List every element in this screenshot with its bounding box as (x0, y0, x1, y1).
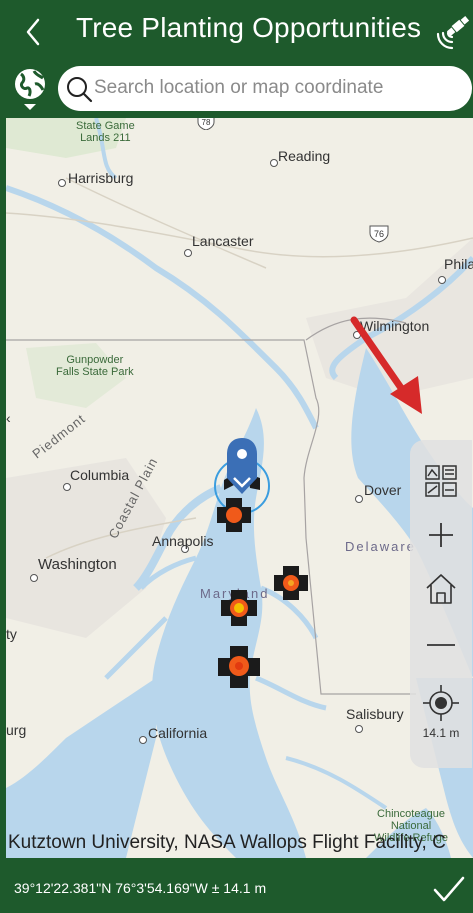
label-columbia: Columbia (70, 467, 130, 483)
label-lancaster: Lancaster (192, 233, 254, 249)
locate-icon[interactable] (420, 682, 462, 724)
city-dot (30, 574, 38, 582)
label-dover: Dover (364, 482, 402, 498)
checkmark-icon[interactable] (432, 874, 466, 904)
city-dot (181, 545, 189, 553)
page-title: Tree Planting Opportunities (76, 12, 422, 43)
planting-site-marker[interactable] (274, 566, 308, 600)
zoom-out-icon[interactable] (420, 624, 462, 666)
search-input[interactable] (94, 72, 464, 104)
svg-text:76: 76 (374, 229, 384, 239)
footer-bar: 39°12'22.381"N 76°3'54.169"W ± 14.1 m (0, 858, 473, 913)
back-icon[interactable] (18, 14, 48, 50)
zoom-in-icon[interactable] (420, 514, 462, 556)
label-ty: ty (6, 626, 17, 642)
highway-shield-76: 76 (369, 225, 389, 243)
city-dot (438, 276, 446, 284)
scale-label: 14.1 m (422, 726, 460, 740)
city-dot (355, 725, 363, 733)
label-washington: Washington (38, 556, 117, 573)
label-urg: urg (6, 722, 27, 738)
label-harrisburg: Harrisburg (68, 170, 134, 186)
planting-site-marker[interactable] (217, 498, 251, 532)
globe-icon[interactable] (10, 66, 50, 114)
highway-shield-78: 78 (197, 118, 215, 130)
arrow-left-hint: ‹ (6, 410, 11, 426)
layers-icon[interactable] (420, 460, 462, 502)
city-dot (58, 179, 66, 187)
search-bar (0, 62, 473, 118)
search-box[interactable] (58, 66, 472, 111)
label-delaware: Delaware (345, 539, 416, 554)
annotation-arrow (350, 316, 422, 414)
label-california: California (148, 725, 208, 741)
svg-text:78: 78 (202, 118, 211, 127)
search-icon (67, 77, 93, 103)
map-tools-panel: 14.1 m (410, 440, 472, 768)
app-header: Tree Planting Opportunities (0, 0, 473, 62)
city-dot (270, 159, 278, 167)
label-phila: Phila (444, 256, 473, 272)
city-dot (139, 736, 147, 744)
city-dot (355, 495, 363, 503)
satellite-icon[interactable] (434, 12, 470, 52)
label-annapolis: Annapolis (152, 533, 214, 549)
coordinates-readout: 39°12'22.381"N 76°3'54.169"W ± 14.1 m (14, 880, 267, 896)
home-icon[interactable] (420, 568, 462, 610)
planting-site-marker[interactable] (218, 646, 260, 688)
map-attribution: Kutztown University, NASA Wallops Flight… (8, 832, 446, 853)
label-salisbury: Salisbury (346, 706, 404, 722)
city-dot (184, 249, 192, 257)
planting-site-marker[interactable] (221, 590, 257, 626)
label-wilmington: Wilmington (360, 318, 430, 334)
label-reading: Reading (278, 148, 331, 164)
city-dot (63, 483, 71, 491)
